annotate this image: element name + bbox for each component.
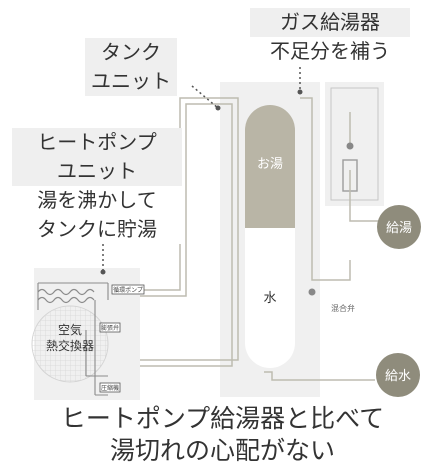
gas-heater-title: ガス給湯器: [280, 10, 380, 34]
mixing-valve-label: 混合弁: [331, 303, 355, 313]
heat-pump-desc1: 湯を沸かして: [12, 186, 182, 215]
hot-water-label: お湯: [257, 157, 283, 172]
component-tags: 循環ポンプ 膨張弁 圧縮機: [99, 284, 145, 393]
water-label: 水: [263, 291, 276, 306]
heat-exchanger-coil: [37, 288, 95, 296]
gas-heater-panel: [325, 82, 384, 206]
heat-pump-desc2: タンクに貯湯: [12, 215, 182, 244]
water-supply-port: [376, 353, 420, 397]
water-supply-label: 給水: [385, 369, 411, 384]
caption-line1: ヒートポンプ給湯器と比べて: [60, 404, 385, 433]
pipes: [140, 97, 380, 381]
gas-heater-label: ガス給湯器 不足分を補う: [250, 8, 410, 66]
gas-heater-indicator: [346, 142, 354, 150]
tank-cold-section: [245, 228, 295, 368]
exchanger-label-2: 熱交換器: [46, 338, 94, 353]
gas-heater-outline: [330, 87, 379, 201]
tank-unit-line2: ユニット: [91, 69, 171, 93]
heat-pump-label: ヒートポンプ ユニット 湯を沸かして タンクに貯湯: [12, 128, 182, 244]
tank-hot-section: [245, 105, 295, 228]
tag-pump: 循環ポンプ: [113, 286, 143, 294]
heat-pump-refrigerant-loop: [37, 282, 109, 396]
exchanger-label-1: 空気: [58, 322, 82, 337]
hot-supply-port: [377, 205, 421, 249]
heat-exchanger-coil-2: [37, 296, 95, 304]
mixing-valve-dot: [308, 288, 316, 296]
tag-compressor: 圧縮機: [101, 384, 119, 392]
tank-unit-label: タンク ユニット: [85, 38, 177, 96]
hot-supply-label: 給湯: [386, 221, 412, 236]
heat-pump-line1: ヒートポンプ: [37, 130, 157, 154]
tag-valve: 膨張弁: [101, 324, 119, 332]
leader-dot-gas: [297, 89, 303, 95]
leader-dot-heatpump: [100, 269, 106, 275]
caption-line2: 湯切れの心配がない: [109, 436, 335, 465]
fan-grille: [31, 305, 109, 383]
tank-unit-line1: タンク: [101, 40, 161, 64]
gas-heater-desc: 不足分を補う: [250, 37, 410, 66]
heat-pump-line2: ユニット: [57, 159, 137, 183]
leader-dot-tank: [215, 105, 221, 111]
